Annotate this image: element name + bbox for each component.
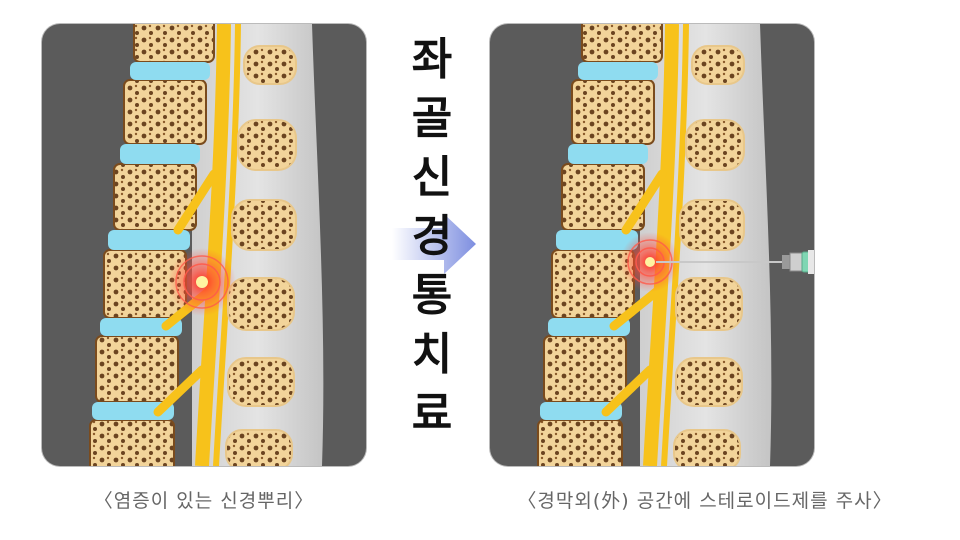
right-diagram-panel: [490, 24, 814, 466]
spinal-nerve: [195, 24, 231, 466]
nerve-roots: [601, 169, 667, 417]
spine-illustration-left: [89, 24, 324, 466]
title-char: 경: [411, 211, 453, 262]
nerve-root: [173, 169, 219, 235]
disc: [568, 144, 648, 164]
vertebra: [581, 24, 663, 63]
nerve-root: [601, 365, 655, 417]
spine-illustration-right: [537, 24, 814, 466]
left-diagram-panel: [42, 24, 366, 466]
disc: [92, 402, 174, 420]
intervertebral-discs: [92, 62, 210, 420]
disc: [100, 318, 182, 336]
title-char: 료: [411, 388, 453, 439]
vertebra: [133, 24, 215, 63]
caption-left: 〈염증이 있는 신경뿌리〉: [93, 490, 315, 512]
title-char: 통: [411, 270, 453, 321]
inflammation-icon: [168, 248, 236, 316]
disc: [120, 144, 200, 164]
disc: [548, 318, 630, 336]
title-char: 좌: [411, 34, 453, 85]
disc: [108, 230, 190, 250]
disc: [556, 230, 638, 250]
vertebra: [89, 419, 175, 466]
title-char: 신: [411, 152, 453, 203]
title-vertical: 좌 골 신 경 통 치 료: [394, 30, 470, 470]
spinal-nerve-outer: [213, 24, 241, 466]
arrow-right-icon: [392, 214, 476, 274]
vertebra: [123, 79, 207, 145]
nerve-root: [153, 365, 207, 417]
nerve-root: [621, 169, 667, 235]
disc: [578, 62, 658, 80]
vertebra: [537, 419, 623, 466]
title-char: 치: [411, 329, 453, 380]
syringe-icon: [656, 250, 814, 274]
intervertebral-discs: [540, 62, 658, 420]
spinal-nerve-outer: [661, 24, 689, 466]
disc: [130, 62, 210, 80]
vertebra: [571, 79, 655, 145]
caption-right: 〈경막외(外) 공간에 스테로이드제를 주사〉: [517, 490, 893, 512]
vertebra: [543, 335, 627, 403]
title-char: 골: [411, 93, 453, 144]
vertebra: [95, 335, 179, 403]
nerve-root: [609, 287, 661, 331]
spinous-processes: [673, 45, 745, 466]
disc: [540, 402, 622, 420]
spinous-processes: [225, 45, 297, 466]
